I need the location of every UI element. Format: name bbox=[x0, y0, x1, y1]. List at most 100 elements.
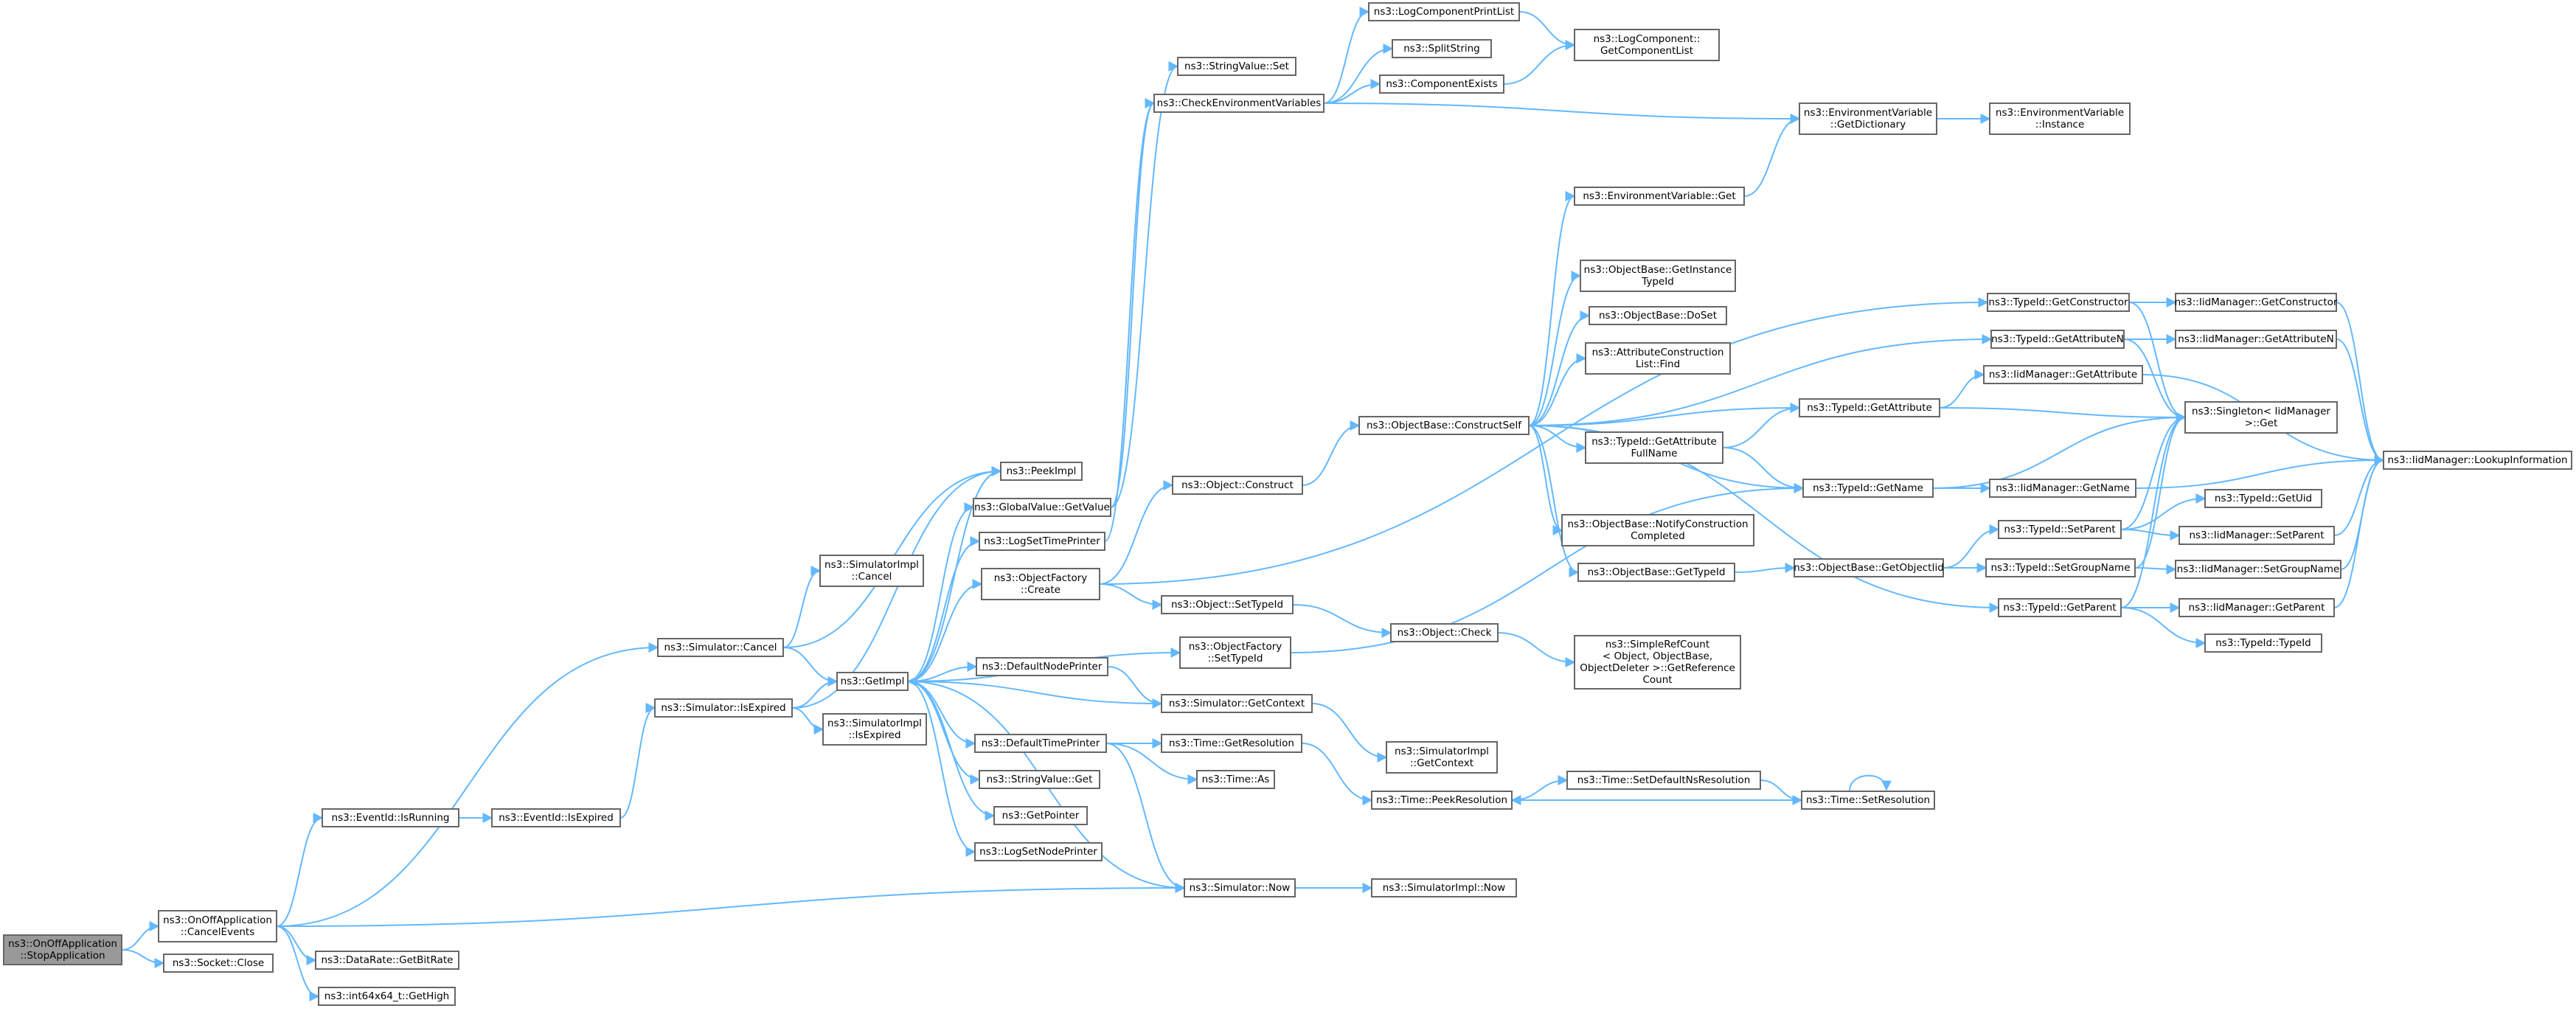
node-box[interactable] bbox=[1801, 791, 1935, 810]
graph-node[interactable]: ns3::TypeId::TypeId bbox=[2204, 633, 2322, 653]
graph-node[interactable]: ns3::DefaultTimePrinter bbox=[974, 734, 1107, 753]
graph-node[interactable]: ns3::GetImpl bbox=[836, 672, 909, 691]
node-box[interactable] bbox=[1794, 558, 1944, 577]
node-box[interactable] bbox=[158, 910, 277, 942]
graph-node[interactable]: ns3::SimulatorImpl::Now bbox=[1371, 878, 1517, 897]
graph-node[interactable]: ns3::EnvironmentVariable::GetDictionary bbox=[1799, 103, 1937, 135]
node-box[interactable] bbox=[1179, 636, 1291, 669]
node-box[interactable] bbox=[974, 734, 1107, 753]
node-box[interactable] bbox=[315, 951, 459, 970]
node-box[interactable] bbox=[1574, 635, 1741, 690]
graph-node[interactable]: ns3::SimulatorImpl::IsExpired bbox=[822, 713, 927, 746]
graph-node[interactable]: ns3::GlobalValue::GetValue bbox=[973, 498, 1111, 517]
graph-node[interactable]: ns3::Simulator::IsExpired bbox=[654, 698, 793, 718]
graph-node[interactable]: ns3::StringValue::Set bbox=[1177, 57, 1296, 76]
graph-node[interactable]: ns3::OnOffApplication::StopApplication bbox=[3, 934, 122, 965]
node-box[interactable] bbox=[822, 713, 927, 746]
graph-node[interactable]: ns3::IidManager::GetName bbox=[1989, 479, 2136, 498]
node-box[interactable] bbox=[1379, 74, 1504, 94]
node-box[interactable] bbox=[2175, 293, 2337, 312]
node-box[interactable] bbox=[981, 568, 1100, 600]
graph-node[interactable]: ns3::Time::PeekResolution bbox=[1371, 791, 1513, 810]
graph-node[interactable]: ns3::Object::SetTypeId bbox=[1161, 595, 1294, 614]
node-box[interactable] bbox=[1577, 563, 1735, 582]
node-box[interactable] bbox=[657, 638, 784, 657]
node-box[interactable] bbox=[1000, 462, 1083, 481]
node-box[interactable] bbox=[979, 770, 1100, 789]
node-box[interactable] bbox=[979, 532, 1105, 551]
graph-node[interactable]: ns3::Time::SetResolution bbox=[1801, 791, 1935, 810]
graph-node[interactable]: ns3::LogSetNodePrinter bbox=[974, 842, 1103, 861]
graph-node[interactable]: ns3::StringValue::Get bbox=[979, 770, 1100, 789]
node-box[interactable] bbox=[1799, 103, 1937, 135]
node-box[interactable] bbox=[1172, 476, 1303, 495]
graph-node[interactable]: ns3::CheckEnvironmentVariables bbox=[1153, 94, 1325, 113]
graph-node[interactable]: ns3::EventId::IsRunning bbox=[322, 808, 459, 827]
graph-node[interactable]: ns3::EnvironmentVariable::Get bbox=[1574, 187, 1745, 206]
node-box[interactable] bbox=[1985, 558, 2136, 577]
graph-node[interactable]: ns3::IidManager::GetAttribute bbox=[1983, 365, 2143, 384]
graph-node[interactable]: ns3::Time::As bbox=[1196, 770, 1275, 789]
node-box[interactable] bbox=[2179, 598, 2335, 617]
graph-node[interactable]: ns3::EnvironmentVariable::Instance bbox=[1989, 103, 2131, 135]
node-box[interactable] bbox=[1368, 2, 1520, 21]
node-box[interactable] bbox=[1983, 365, 2143, 384]
node-box[interactable] bbox=[1998, 520, 2122, 539]
graph-node[interactable]: ns3::Simulator::Now bbox=[1184, 878, 1296, 897]
graph-node[interactable]: ns3::TypeId::GetConstructor bbox=[1987, 293, 2130, 312]
node-box[interactable] bbox=[1990, 330, 2125, 349]
node-box[interactable] bbox=[2383, 451, 2572, 470]
graph-node[interactable]: ns3::TypeId::GetAttributeN bbox=[1990, 330, 2125, 349]
graph-node[interactable]: ns3::SimulatorImpl::Cancel bbox=[819, 555, 924, 587]
node-box[interactable] bbox=[1390, 623, 1499, 642]
node-box[interactable] bbox=[2175, 560, 2341, 579]
graph-node[interactable]: ns3::Socket::Close bbox=[163, 954, 274, 973]
node-box[interactable] bbox=[1371, 878, 1517, 897]
graph-node[interactable]: ns3::TypeId::GetAttribute bbox=[1799, 398, 1940, 417]
node-box[interactable] bbox=[819, 555, 924, 587]
node-box[interactable] bbox=[2184, 401, 2338, 434]
graph-node[interactable]: ns3::LogComponent::GetComponentList bbox=[1574, 29, 1720, 61]
node-box[interactable] bbox=[163, 954, 274, 973]
node-box[interactable] bbox=[1802, 479, 1934, 498]
graph-node[interactable]: ns3::Time::GetResolution bbox=[1161, 734, 1302, 753]
node-box[interactable] bbox=[1153, 94, 1325, 113]
node-box[interactable] bbox=[2204, 489, 2322, 508]
node-box[interactable] bbox=[2175, 330, 2337, 349]
node-box[interactable] bbox=[973, 498, 1111, 517]
graph-node[interactable]: ns3::IidManager::GetParent bbox=[2179, 598, 2335, 617]
graph-node[interactable]: ns3::OnOffApplication::CancelEvents bbox=[158, 910, 277, 942]
node-box[interactable] bbox=[1799, 398, 1940, 417]
node-box[interactable] bbox=[1161, 694, 1313, 713]
graph-node[interactable]: ns3::TypeId::GetParent bbox=[1998, 598, 2122, 617]
node-box[interactable] bbox=[1386, 741, 1498, 774]
graph-node[interactable]: ns3::ObjectBase::NotifyConstructionCompl… bbox=[1561, 514, 1754, 546]
node-box[interactable] bbox=[491, 808, 621, 827]
graph-node[interactable]: ns3::ObjectFactory::Create bbox=[981, 568, 1100, 600]
node-box[interactable] bbox=[1196, 770, 1275, 789]
graph-node[interactable]: ns3::Time::SetDefaultNsResolution bbox=[1566, 771, 1761, 790]
graph-node[interactable]: ns3::IidManager::GetAttributeN bbox=[2175, 330, 2337, 349]
root-node-box[interactable] bbox=[3, 934, 122, 965]
graph-node[interactable]: ns3::TypeId::SetParent bbox=[1998, 520, 2122, 539]
node-box[interactable] bbox=[1574, 29, 1720, 61]
node-box[interactable] bbox=[974, 842, 1103, 861]
node-box[interactable] bbox=[1589, 306, 1727, 325]
node-box[interactable] bbox=[993, 806, 1088, 825]
graph-node[interactable]: ns3::Simulator::GetContext bbox=[1161, 694, 1313, 713]
node-box[interactable] bbox=[318, 987, 456, 1006]
node-box[interactable] bbox=[1566, 771, 1761, 790]
graph-node[interactable]: ns3::SplitString bbox=[1392, 39, 1492, 58]
node-box[interactable] bbox=[1998, 598, 2122, 617]
graph-node[interactable]: ns3::ObjectBase::GetTypeId bbox=[1577, 563, 1735, 582]
graph-node[interactable]: ns3::IidManager::GetConstructor bbox=[2175, 293, 2338, 312]
graph-node[interactable]: ns3::PeekImpl bbox=[1000, 462, 1083, 481]
graph-node[interactable]: ns3::TypeId::SetGroupName bbox=[1985, 558, 2136, 577]
graph-node[interactable]: ns3::Singleton< IidManager>::Get bbox=[2184, 401, 2338, 434]
graph-node[interactable]: ns3::TypeId::GetUid bbox=[2204, 489, 2322, 508]
graph-node[interactable]: ns3::SimpleRefCount< Object, ObjectBase,… bbox=[1574, 635, 1741, 690]
node-box[interactable] bbox=[654, 698, 793, 718]
